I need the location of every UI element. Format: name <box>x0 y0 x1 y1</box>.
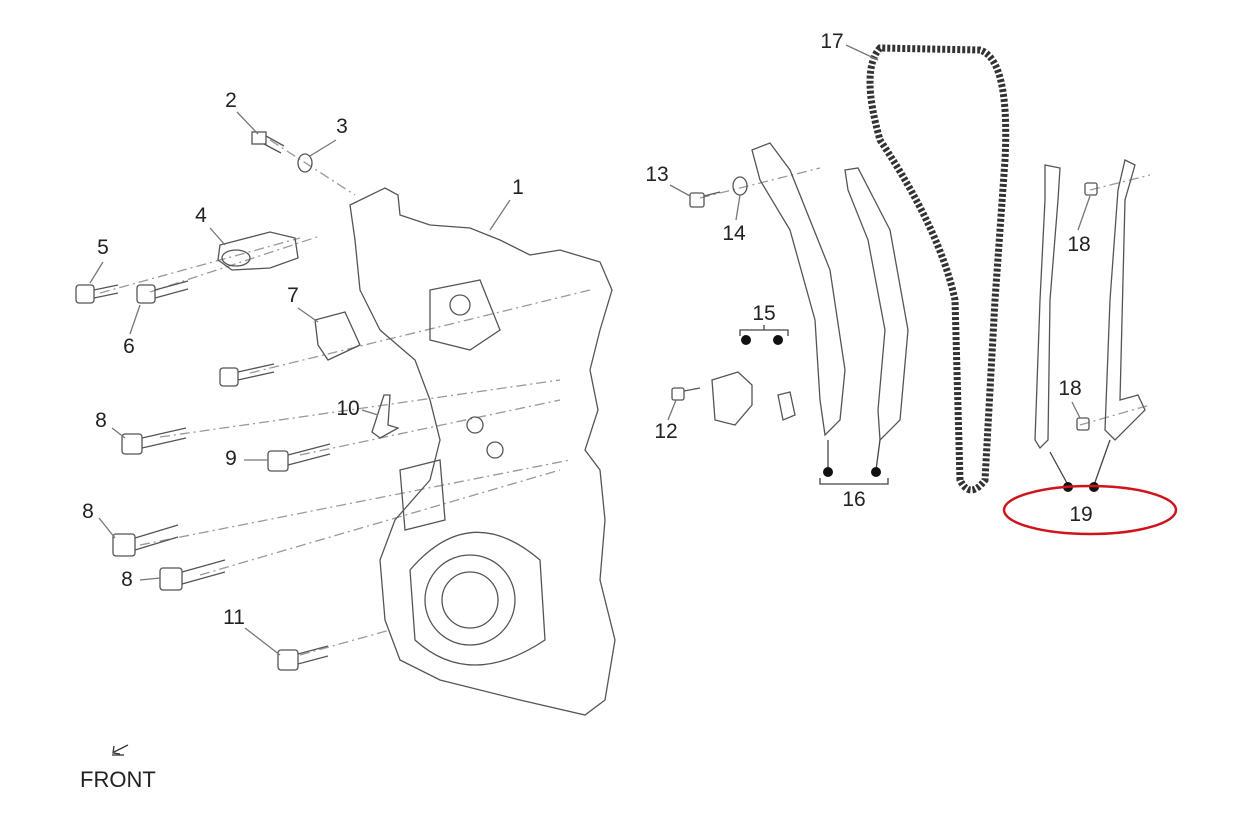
bolt-5 <box>75 284 119 304</box>
callout-16: 16 <box>842 488 866 511</box>
centerlines <box>99 139 1151 656</box>
bolt-13 <box>689 191 721 208</box>
bolt-12 <box>671 387 701 401</box>
callout-6: 6 <box>123 335 135 358</box>
callout-4: 4 <box>195 204 207 227</box>
washer-3 <box>297 153 313 173</box>
bolt-unlabeled <box>219 363 275 387</box>
leader-lines <box>89 44 1091 656</box>
bolt-11 <box>277 645 329 671</box>
highlight-ellipse <box>1002 484 1178 536</box>
bolt-8b <box>112 524 179 557</box>
front-arrow-icon <box>112 744 129 756</box>
clip-7 <box>314 311 361 361</box>
timing-cover <box>349 187 616 716</box>
callout-2: 2 <box>225 89 237 112</box>
tensioner-guide <box>751 142 846 437</box>
callout-17: 17 <box>820 30 844 53</box>
bracket-10 <box>371 394 400 439</box>
callout-1: 1 <box>512 176 524 199</box>
bolt-18a <box>1084 182 1098 196</box>
callout-15: 15 <box>752 302 776 325</box>
washer-14 <box>732 176 748 196</box>
callout-14: 14 <box>722 222 746 245</box>
callout-10: 10 <box>336 397 360 420</box>
callout-11: 11 <box>223 606 245 629</box>
callout-8c: 8 <box>121 568 133 591</box>
bolt-9 <box>267 443 331 472</box>
bolt-6 <box>136 280 189 304</box>
callout-7: 7 <box>287 284 299 307</box>
callout-3: 3 <box>336 115 348 138</box>
callout-18a: 18 <box>1067 233 1091 256</box>
front-label: FRONT <box>80 767 156 792</box>
chain-guide <box>844 167 909 442</box>
callout-18b: 18 <box>1058 377 1082 400</box>
guide-rail-b <box>1104 159 1146 441</box>
tensioner <box>711 371 753 426</box>
callout-13: 13 <box>645 163 669 186</box>
callout-5: 5 <box>97 236 109 259</box>
timing-chain <box>866 44 1010 494</box>
callout-8a: 8 <box>95 409 107 432</box>
bolt-8c <box>159 559 226 591</box>
set-markers <box>739 325 1111 486</box>
guide-rail-a <box>1034 164 1061 450</box>
bolt-2 <box>251 131 285 154</box>
callout-9: 9 <box>225 447 237 470</box>
callout-19: 19 <box>1069 503 1093 526</box>
callout-8b: 8 <box>82 500 94 523</box>
bolt-8a <box>121 427 187 455</box>
callout-12: 12 <box>654 420 678 443</box>
bolt-18b <box>1076 417 1090 431</box>
bracket-4 <box>217 231 299 271</box>
bolts <box>75 131 1098 671</box>
